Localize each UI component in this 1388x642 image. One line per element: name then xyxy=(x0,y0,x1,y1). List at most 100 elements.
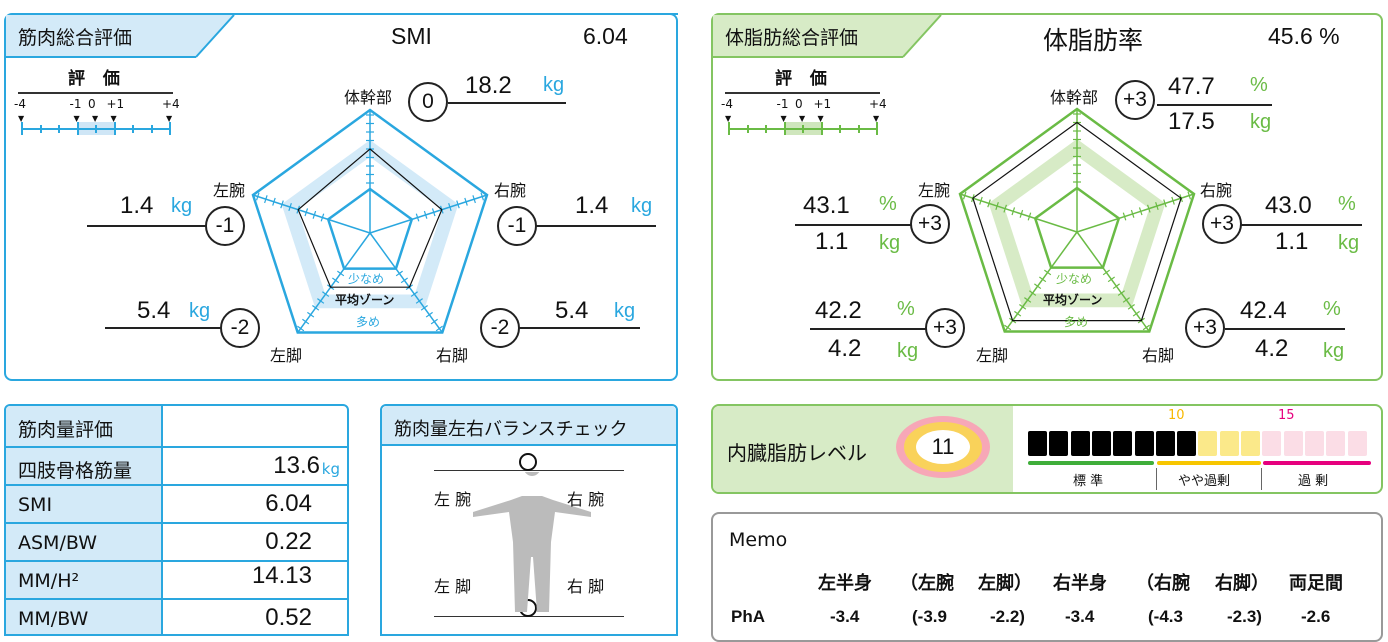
body-figure-icon xyxy=(473,472,591,612)
row-label: SMI xyxy=(18,494,53,516)
visceral-title: 内臓脂肪レベル xyxy=(727,441,867,465)
muscle-panel-title: 筋肉総合評価 xyxy=(18,27,133,49)
row-value: 0.22 xyxy=(265,528,312,555)
visceral-level-icon: 11 xyxy=(896,416,990,478)
muscle-trunk-score: 0 xyxy=(408,82,448,122)
memo-value: (-4.3 xyxy=(1148,607,1183,626)
balance-check-panel: 筋肉量左右バランスチェック 左 腕 右 腕 左 脚 右 脚 xyxy=(380,404,678,636)
memo-header: 両足間 xyxy=(1289,573,1343,594)
fat-label-trunk: 体幹部 xyxy=(1050,88,1099,107)
fat-right-leg-kg: 4.2 xyxy=(1255,335,1289,362)
unit-percent: % xyxy=(1338,193,1356,215)
muscle-mass-title: 筋肉量評価 xyxy=(18,419,114,441)
table-row: SMI 6.04 xyxy=(6,484,347,522)
muscle-tab-bg xyxy=(6,15,235,58)
memo-header: 右脚） xyxy=(1215,573,1269,594)
fat-trunk-percent: 47.7 xyxy=(1168,73,1215,100)
muscle-left-arm-score: -1 xyxy=(205,206,245,246)
level-segment xyxy=(1177,431,1197,456)
memo-row-label: PhA xyxy=(731,607,765,626)
radar-inner-frame xyxy=(1033,186,1121,269)
unit-kg: kg xyxy=(171,195,193,217)
visceral-level-value: 11 xyxy=(916,430,970,464)
scale-tick-label: +4 xyxy=(162,97,180,111)
memo-header: 左半身 xyxy=(818,573,872,594)
muscle-overall-panel: 筋肉総合評価 SMI 6.04 xyxy=(4,13,678,381)
fat-right-arm-kg: 1.1 xyxy=(1275,228,1309,255)
fat-left-arm-percent: 43.1 xyxy=(803,192,850,219)
radar-axis xyxy=(1004,231,1078,332)
row-value: 6.04 xyxy=(265,490,312,517)
mark-15: 15 xyxy=(1278,408,1295,423)
muscle-zone-low: 少なめ xyxy=(348,272,385,286)
scale-tick-label: 0 xyxy=(795,97,803,111)
row-label: MM/BW xyxy=(18,608,89,630)
unit-percent: % xyxy=(1250,74,1268,96)
scale-tick-label: 0 xyxy=(88,97,96,111)
unit-kg: kg xyxy=(631,195,653,217)
level-segment xyxy=(1049,431,1069,456)
left-leg-label: 左 脚 xyxy=(434,577,472,596)
unit-kg: kg xyxy=(543,74,565,96)
memo-value: (-3.9 xyxy=(912,607,947,626)
muscle-label-left-arm: 左腕 xyxy=(213,181,246,200)
memo-value: -2.2) xyxy=(990,607,1025,626)
muscle-left-arm-value: 1.4 xyxy=(120,192,154,219)
smi-label: SMI xyxy=(391,23,432,49)
fat-trunk-score: +3 xyxy=(1115,80,1155,120)
table-row: ASM/BW 0.22 xyxy=(6,522,347,560)
fat-trunk-kg: 17.5 xyxy=(1168,108,1215,135)
unit-kg: kg xyxy=(189,300,211,322)
radar-axis xyxy=(959,193,1078,233)
unit-percent: % xyxy=(897,298,915,320)
unit-kg: kg xyxy=(614,300,636,322)
fat-left-leg-score: +3 xyxy=(925,308,965,348)
radar-inner-frame xyxy=(326,187,414,270)
range-slight: やや過剰 xyxy=(1178,474,1231,489)
fat-zone-high: 多め xyxy=(1064,315,1089,329)
level-segment xyxy=(1347,431,1367,456)
level-segment xyxy=(1219,431,1239,456)
muscle-right-leg-score: -2 xyxy=(480,308,520,348)
radar-outer-frame xyxy=(958,107,1196,333)
level-segment xyxy=(1283,431,1303,456)
fat-right-leg-score: +3 xyxy=(1185,308,1225,348)
scale-tick-label: -1 xyxy=(776,97,789,111)
muscle-score-scale: 評 価 -4▼-1▼0▼+1▼+4▼ xyxy=(14,64,180,144)
fat-label-left-arm: 左腕 xyxy=(918,181,951,200)
range-over: 過 剰 xyxy=(1298,474,1329,489)
level-segment xyxy=(1326,431,1346,456)
balance-title: 筋肉量左右バランスチェック xyxy=(394,419,628,440)
row-label: ASM/BW xyxy=(18,532,97,554)
radar-axis xyxy=(369,194,488,234)
upper-balance-marker xyxy=(519,453,537,471)
scale-tick-label: -4 xyxy=(721,97,733,111)
muscle-zone-avg: 平均ゾーン xyxy=(335,293,395,307)
pbf-label: 体脂肪率 xyxy=(1043,26,1144,55)
fat-label-right-arm: 右腕 xyxy=(1200,181,1233,200)
unit-percent: % xyxy=(1323,298,1341,320)
unit-kg: kg xyxy=(1250,111,1272,133)
scale-title: 評 価 xyxy=(775,69,833,89)
fat-right-leg-percent: 42.4 xyxy=(1240,297,1287,324)
memo-header: （左腕 xyxy=(900,573,954,594)
right-arm-label: 右 腕 xyxy=(567,490,605,509)
fat-zone-avg: 平均ゾーン xyxy=(1043,293,1103,307)
memo-title: Memo xyxy=(729,529,788,551)
row-value: 14.13 xyxy=(251,562,312,589)
fat-left-arm-score: +3 xyxy=(910,204,950,244)
fat-right-arm-score: +3 xyxy=(1202,204,1242,244)
scale-tick-label: +4 xyxy=(869,97,887,111)
level-segment xyxy=(1198,431,1218,456)
muscle-left-leg-score: -2 xyxy=(220,308,260,348)
scale-tick-label: +1 xyxy=(106,97,125,111)
mark-10: 10 xyxy=(1168,408,1185,423)
memo-header: （右腕 xyxy=(1136,573,1190,594)
level-segment xyxy=(1262,431,1282,456)
unit-kg: kg xyxy=(897,340,919,362)
level-segment xyxy=(1155,431,1175,456)
muscle-right-leg-value: 5.4 xyxy=(555,297,589,324)
